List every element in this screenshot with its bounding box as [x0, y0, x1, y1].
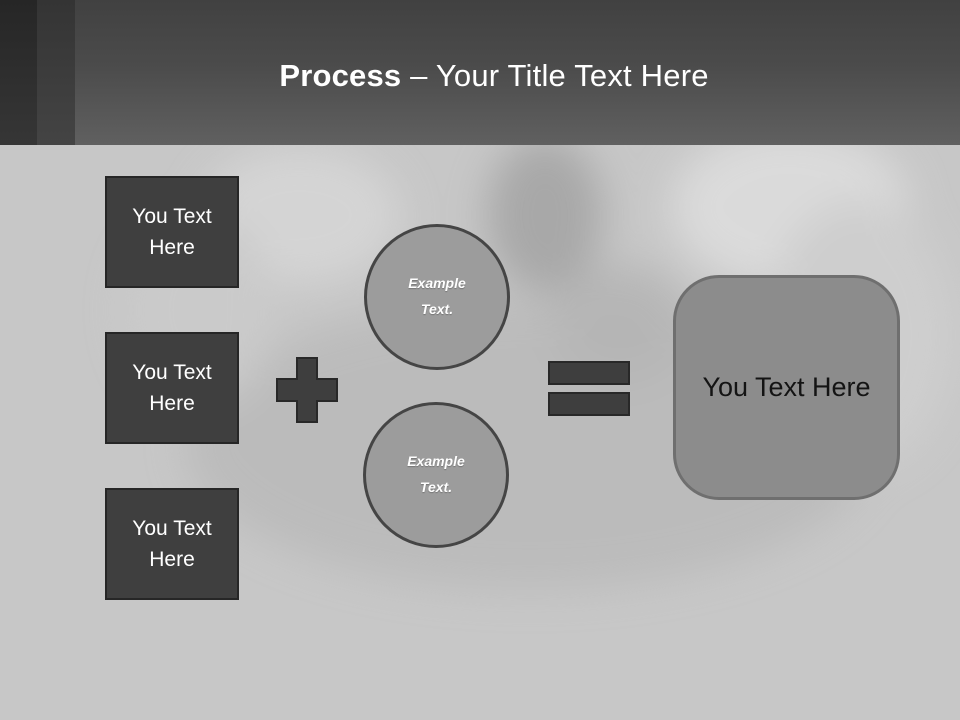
slide-title: Process – Your Title Text Here [0, 0, 960, 145]
example-circle-2-label: Example Text. [407, 453, 465, 495]
header-accent-stripe-dark [0, 0, 37, 145]
equals-icon [548, 361, 630, 416]
result-box: You Text Here [673, 275, 900, 500]
equals-bar-top [548, 361, 630, 385]
header-band: Process – Your Title Text Here [0, 0, 960, 145]
example-circle-2: Example Text. [363, 402, 509, 548]
input-box-2-label: You Text Here [132, 360, 212, 416]
equals-bar-bottom [548, 392, 630, 416]
input-box-3: You Text Here [105, 488, 239, 600]
input-box-1-label: You Text Here [132, 204, 212, 260]
slide-title-rest: – Your Title Text Here [401, 57, 709, 93]
input-box-1: You Text Here [105, 176, 239, 288]
input-box-3-label: You Text Here [132, 516, 212, 572]
input-box-2: You Text Here [105, 332, 239, 444]
plus-icon [276, 357, 338, 423]
example-circle-1: Example Text. [364, 224, 510, 370]
header-accent-stripe-mid [37, 0, 75, 145]
slide-title-emphasis: Process [279, 57, 402, 93]
example-circle-1-label: Example Text. [408, 275, 466, 317]
result-box-label: You Text Here [702, 372, 871, 402]
